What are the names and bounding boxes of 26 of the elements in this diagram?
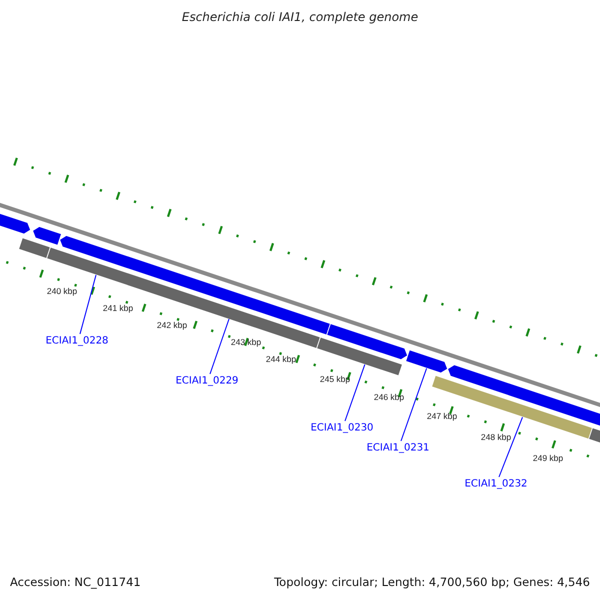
position-label: 248 kbp (480, 432, 512, 442)
gene-label: ECIAI1_0229 (176, 376, 238, 386)
position-label: 249 kbp (532, 453, 564, 463)
position-label: 244 kbp (266, 354, 296, 364)
position-label: 247 kbp (426, 411, 458, 421)
leader-line (498, 416, 523, 478)
leader-line (344, 364, 366, 422)
position-label: 246 kbp (374, 392, 404, 402)
position-label: 240 kbp (46, 286, 78, 296)
accession-text: Accession: NC_011741 (10, 575, 141, 589)
genome-stats-text: Topology: circular; Length: 4,700,560 bp; Genes: 4,546 (274, 575, 590, 589)
gene-label: ECIAI1_0231 (366, 442, 430, 454)
leader-line (210, 318, 230, 374)
gene-label: ECIAI1_0230 (310, 422, 374, 434)
title: Escherichia coli IAI1, complete genome (180, 10, 420, 24)
gene-label: ECIAI1_0228 (46, 336, 108, 346)
position-label: 243 kbp (230, 337, 262, 347)
position-label: 241 kbp (102, 303, 134, 313)
gene-feature (46, 246, 321, 349)
leader-line (80, 274, 96, 334)
gene-feature (405, 349, 448, 374)
gene-feature (316, 336, 403, 376)
position-label: 245 kbp (320, 374, 350, 384)
gene-label: ECIAI1_0232 (464, 478, 528, 490)
leader-line (400, 368, 428, 442)
position-label: 242 kbp (156, 320, 188, 330)
